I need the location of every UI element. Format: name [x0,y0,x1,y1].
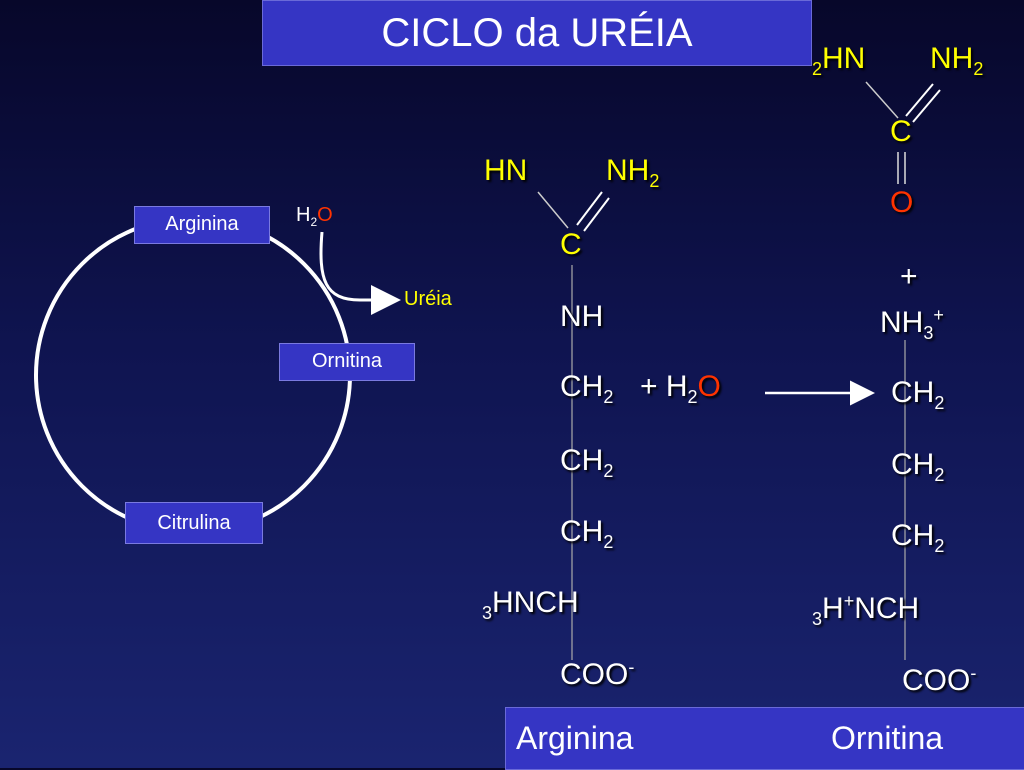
plus-water: + H2O [640,370,721,407]
arginine-coo-main: COO [560,658,629,691]
ornithine-hnch-h: H [822,592,844,625]
urea-double-bond-1 [905,83,934,117]
ornithine-hnch-sup: + [843,591,855,611]
ornithine-ch2-2: CH2 [891,448,945,485]
page-title: CICLO da URÉIA [381,10,693,55]
arginine-nh2-sub: 2 [649,171,660,191]
ornithine-nh3-sub: 3 [923,323,934,343]
urea-nh2-sub: 2 [973,59,984,79]
ornithine-hnch-pre: 3 [812,609,823,629]
arginine-ch2-2-main: CH [560,444,604,477]
cycle-ornitina-text: Ornitina [311,350,383,372]
arginine-coo: COO- [560,658,634,690]
title-box: CICLO da URÉIA [262,0,812,66]
arginine-ch2-1-main: CH [560,370,604,403]
ornithine-coo-main: COO [902,664,971,697]
plus-water-sub: 2 [687,387,698,407]
arginine-ch2-1: CH2 [560,370,614,407]
cycle-ureia-label: Uréia [404,288,452,310]
arginine-hnch-main: HNCH [492,586,579,619]
plus-water-o: O [697,370,721,403]
arginine-ch2-3-main: CH [560,515,604,548]
plus-water-h: + H [640,370,688,403]
ornithine-ch2-2-main: CH [891,448,935,481]
cycle-arginina-text: Arginina [165,213,239,235]
arginine-ch2-3: CH2 [560,515,614,552]
ornithine-coo: COO- [902,664,976,696]
urea-bond-hn-c [865,81,899,119]
arginine-ch2-2: CH2 [560,444,614,481]
arginine-bond-hn-c [537,191,569,229]
ornithine-nh3: NH3+ [880,306,944,342]
cycle-label-ornitina: Ornitina [279,343,415,381]
urea-o: O [890,186,914,219]
arginine-hn: HN [484,154,528,187]
ornithine-nh3-sup: + [933,305,944,325]
water-o: O [317,204,333,226]
ornithine-hnch: 3H+NCH [812,592,919,628]
arginine-double-bond-2 [583,197,610,232]
ornithine-hnch-rest: NCH [854,592,920,625]
urea-nh2: NH2 [930,42,984,79]
arginine-coo-sup: - [628,657,635,677]
ornithine-ch2-3: CH2 [891,519,945,556]
arginine-double-bond-1 [576,191,603,226]
cycle-label-arginina: Arginina [134,206,270,244]
urea-nh2-main: NH [930,42,974,75]
cycle-label-citrulina: Citrulina [125,502,263,544]
urea-hn-main: HN [822,42,866,75]
bottom-label-arginina: Arginina [516,720,634,756]
ornithine-ch2-1-sub: 2 [934,393,945,413]
cycle-water-label: H2O [296,205,333,228]
water-sub: 2 [310,215,318,229]
ornithine-ch2-1: CH2 [891,376,945,413]
ornithine-ch2-3-sub: 2 [934,536,945,556]
urea-double-bond-2 [912,89,941,123]
arginine-ch2-3-sub: 2 [603,532,614,552]
arginine-c: C [560,228,582,261]
arginine-ch2-2-sub: 2 [603,461,614,481]
water-to-urea-arrow [319,231,401,315]
arginine-ch2-1-sub: 2 [603,387,614,407]
urea-c: C [890,115,912,148]
arginine-nh2-main: NH [606,154,650,187]
ornithine-ch2-3-main: CH [891,519,935,552]
arginine-hnch-pre: 3 [482,603,493,623]
arginine-hnch: 3HNCH [482,586,579,623]
ornithine-ch2-2-sub: 2 [934,465,945,485]
arginine-nh: NH [560,300,604,333]
water-h: H [296,204,311,226]
bottom-label-ornitina: Ornitina [831,720,944,756]
urea-hn-pre: 2 [812,59,823,79]
urea-plus: + [900,260,918,293]
ornithine-nh3-main: NH [880,306,924,339]
arginine-nh2: NH2 [606,154,660,191]
ornithine-ch2-1-main: CH [891,376,935,409]
urea-hn: 2HN [812,42,866,79]
cycle-citrulina-text: Citrulina [157,512,231,534]
ornithine-coo-sup: - [970,663,977,683]
